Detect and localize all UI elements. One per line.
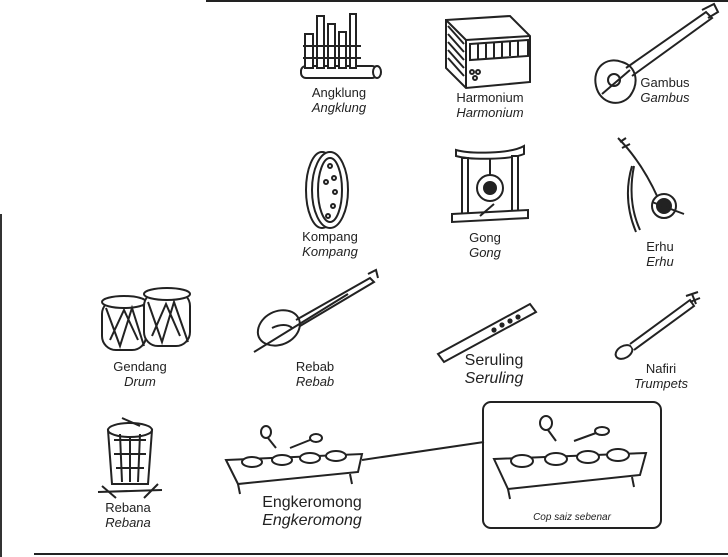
gong-icon bbox=[451, 144, 529, 224]
gendang-icon bbox=[101, 287, 191, 351]
instrument-name: Rebab bbox=[295, 359, 335, 374]
top-rule bbox=[206, 0, 728, 2]
seruling-icon bbox=[436, 302, 538, 364]
engkeromong-icon bbox=[224, 425, 364, 495]
instrument-name: Engkeromong bbox=[262, 494, 362, 511]
nafiri-icon bbox=[614, 291, 701, 360]
callout-line bbox=[361, 441, 485, 461]
instrument-english-name: Drum bbox=[124, 373, 156, 389]
bottom-rule bbox=[34, 553, 728, 555]
instrument-name: Erhu bbox=[646, 239, 674, 254]
rebab-icon bbox=[253, 268, 379, 353]
angklung-icon bbox=[300, 13, 382, 79]
instrument-name: Harmonium bbox=[456, 90, 524, 105]
inset-caption: Cop saiz sebenar bbox=[533, 512, 611, 523]
rebana-icon bbox=[97, 417, 163, 499]
instrument-english-name: Erhu bbox=[646, 253, 674, 269]
left-rule bbox=[0, 214, 2, 557]
instrument-english-name: Gong bbox=[469, 244, 501, 260]
instrument-english-name: Gambus bbox=[640, 89, 690, 105]
erhu-icon bbox=[617, 137, 685, 233]
actual-size-inset: Cop saiz sebenar bbox=[482, 401, 662, 529]
harmonium-icon bbox=[445, 14, 531, 90]
instrument-name: Gambus bbox=[640, 75, 690, 90]
instrument-name: Nafiri bbox=[645, 361, 677, 376]
instrument-english-name: Trumpets bbox=[634, 375, 688, 391]
instrument-name: Kompang bbox=[302, 229, 358, 244]
instrument-name: Angklung bbox=[311, 85, 367, 100]
instrument-english-name: Harmonium bbox=[456, 104, 524, 120]
instrument-english-name: Seruling bbox=[464, 370, 524, 388]
kompang-icon bbox=[305, 151, 349, 229]
instrument-name: Gong bbox=[469, 230, 501, 245]
instrument-name: Seruling bbox=[464, 352, 524, 369]
instrument-name: Gendang bbox=[113, 359, 167, 374]
engkeromong-actual-size-icon bbox=[492, 415, 648, 500]
instrument-english-name: Angklung bbox=[311, 99, 367, 115]
instrument-name: Rebana bbox=[105, 500, 151, 515]
instrument-english-name: Rebana bbox=[105, 514, 151, 530]
instrument-english-name: Engkeromong bbox=[262, 512, 362, 530]
gambus-icon bbox=[594, 2, 720, 104]
instrument-english-name: Rebab bbox=[295, 373, 335, 389]
instrument-english-name: Kompang bbox=[302, 243, 358, 259]
